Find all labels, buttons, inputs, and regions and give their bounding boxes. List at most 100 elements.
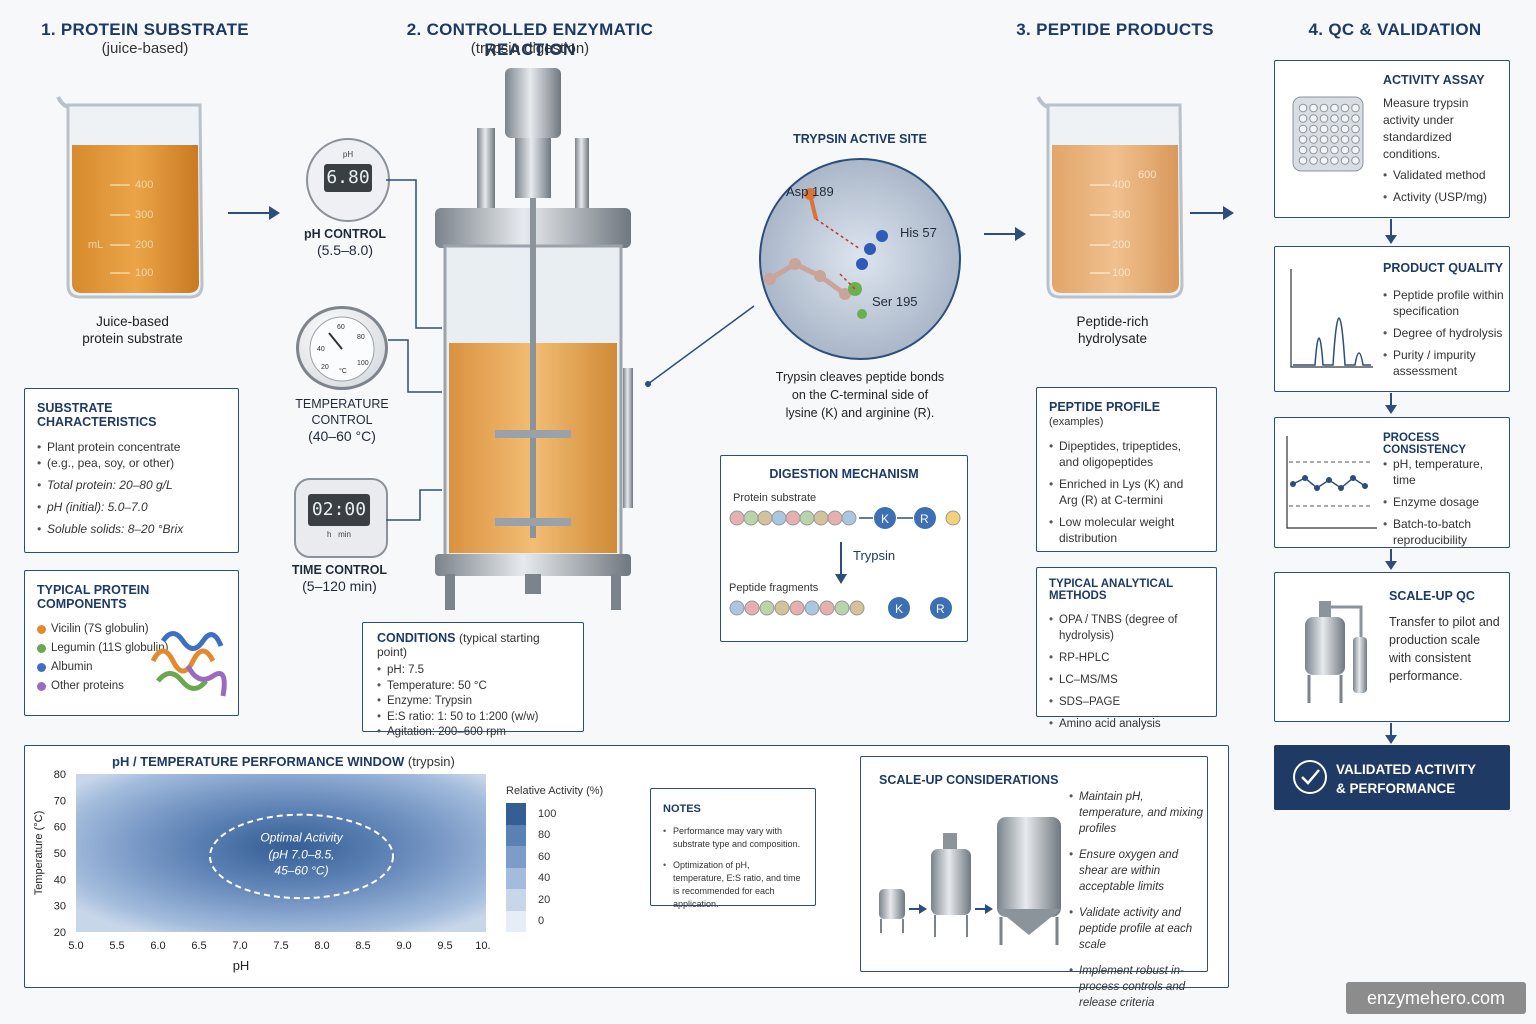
plate-well <box>1330 103 1339 113</box>
ser195-label: Ser 195 <box>872 294 918 309</box>
process-consistency-panel: PROCESS CONSISTENCY pH, temperature, tim… <box>1274 417 1510 548</box>
gauge-40: 40 <box>317 346 325 353</box>
fragment-bead <box>729 600 745 616</box>
amino-acid-bead <box>799 510 815 526</box>
plate-well <box>1298 135 1308 144</box>
beaker1-mark-300: 300 <box>135 209 153 221</box>
condition-item: Agitation: 200–600 rpm <box>377 725 569 741</box>
plate-well <box>1298 145 1308 155</box>
method-item: RP-HPLC <box>1049 650 1204 666</box>
plate-well <box>1351 145 1360 155</box>
time-control-range: (5–120 min) <box>302 578 377 594</box>
plate-well <box>1319 145 1329 155</box>
protein-component-item: Albumin <box>37 661 226 673</box>
legend-swatch <box>506 846 526 868</box>
amino-acid-bead <box>785 510 801 526</box>
plate-well <box>1330 135 1339 144</box>
legend-swatch <box>506 910 526 932</box>
legend-swatch <box>506 867 526 889</box>
fragment-arginine-r: R <box>936 602 945 616</box>
fragment-bead <box>789 600 805 616</box>
amino-acid-bead <box>827 510 843 526</box>
method-item: SDS–PAGE <box>1049 694 1204 710</box>
amino-acid-bead <box>771 510 787 526</box>
y-tick-label: 30 <box>54 901 66 913</box>
legend-level-label: 20 <box>538 893 551 906</box>
plate-well <box>1330 114 1339 123</box>
stage1-title: 1. PROTEIN SUBSTRATE <box>41 20 249 39</box>
component-color-dot <box>37 624 46 634</box>
peptide-fragments-label: Peptide fragments <box>729 582 819 594</box>
ph-display: 6.80 <box>324 164 372 192</box>
pilot-plant-icon <box>1305 601 1367 703</box>
y-tick-label: 40 <box>54 874 66 886</box>
stage2-title: 2. CONTROLLED ENZYMATIC REACTION <box>406 20 654 59</box>
beaker3-mark-600: 600 <box>1138 169 1156 181</box>
fragment-bead <box>744 600 760 616</box>
watermark: enzymehero.com <box>1346 982 1526 1014</box>
notes-title: NOTES <box>663 803 701 815</box>
chart-title: pH / TEMPERATURE PERFORMANCE WINDOW (try… <box>112 754 455 769</box>
stage2-subtitle: (trypsin digestion) <box>470 40 590 57</box>
substrate-item: (e.g., pea, soy, or other) <box>37 455 226 471</box>
x-tick-label: 5.5 <box>109 940 124 952</box>
scaleup-considerations-panel: SCALE-UP CONSIDERATIONS Maintain pH, tem… <box>860 756 1208 1009</box>
condition-item: Enzyme: Trypsin <box>377 694 569 710</box>
plate-well <box>1319 103 1329 113</box>
plate-well <box>1319 114 1329 123</box>
active-site-connector <box>645 305 755 387</box>
qc-arrow-1 <box>1385 219 1397 244</box>
gauge-80: 80 <box>357 334 365 341</box>
legend-entry: 60 <box>506 846 556 868</box>
protein-components-title: TYPICAL PROTEIN COMPONENTS <box>37 583 150 611</box>
scaleup-vessels-icon <box>879 817 1061 945</box>
digestion-scheme: K R Trypsin K R <box>729 507 961 619</box>
legend-title: Relative Activity (%) <box>506 785 604 797</box>
process-consistency-item: pH, temperature, time <box>1383 456 1507 488</box>
scaleup-item: Implement robust in-process controls and… <box>1069 963 1203 1011</box>
activity-assay-item: Validated method <box>1383 167 1508 183</box>
trypsin-label: Trypsin <box>853 548 895 563</box>
temperature-control-label-2: CONTROL <box>311 413 373 427</box>
protein-structure-icon <box>150 631 227 697</box>
x-tick-label: 8.0 <box>314 940 329 952</box>
legend-level-label: 100 <box>538 807 557 820</box>
plate-well <box>1340 114 1350 123</box>
substrate-beaker: 400 300 200 100 mL <box>56 96 204 299</box>
trypsin-active-site-image: Asp 189 His 57 Ser 195 <box>759 158 961 360</box>
plate-well <box>1330 124 1339 134</box>
checkmark-icon <box>1293 760 1327 794</box>
ph-meter-label: pH <box>342 150 354 159</box>
asp189-label: Asp 189 <box>786 184 834 199</box>
heatmap-area <box>76 774 486 932</box>
amino-acid-bead <box>841 510 857 526</box>
amino-acid-bead <box>743 510 759 526</box>
plate-well <box>1309 156 1318 165</box>
legend-swatch <box>506 889 526 911</box>
plate-well <box>1309 135 1318 144</box>
digestion-mechanism-panel: DIGESTION MECHANISM Protein substrate K … <box>720 455 968 642</box>
active-site-title: TRYPSIN ACTIVE SITE <box>793 132 927 146</box>
conditions-panel: CONDITIONS (typical starting point) pH: … <box>362 622 584 740</box>
peptide-profile-item: Enriched in Lys (K) and Arg (R) at C-ter… <box>1049 476 1204 508</box>
activity-assay-title: ACTIVITY ASSAY <box>1383 73 1485 87</box>
component-color-dot <box>37 643 46 653</box>
condition-item: Temperature: 50 °C <box>377 679 569 695</box>
timer-display: 02:00 <box>308 494 370 526</box>
amino-acid-bead <box>729 510 745 526</box>
amino-acid-bead <box>813 510 829 526</box>
optimal-range-2: 45–60 °C) <box>274 863 328 877</box>
arginine-r: R <box>920 512 929 526</box>
substrate-characteristics-panel: SUBSTRATE CHARACTERISTICS Plant protein … <box>24 388 239 553</box>
x-axis-label: pH <box>233 958 250 973</box>
optimal-window-outline <box>209 813 394 900</box>
plate-well <box>1351 103 1360 113</box>
scaleup-item: Ensure oxygen and shear are within accep… <box>1069 847 1203 895</box>
scaleup-item: Maintain pH, temperature, and mixing pro… <box>1069 789 1203 837</box>
substrate-caption-1: Juice-based <box>96 314 169 329</box>
y-tick-label: 70 <box>54 795 66 807</box>
scaleup-qc-text: Transfer to pilot and production scale w… <box>1389 615 1500 683</box>
x-tick-label: 6.0 <box>150 940 165 952</box>
